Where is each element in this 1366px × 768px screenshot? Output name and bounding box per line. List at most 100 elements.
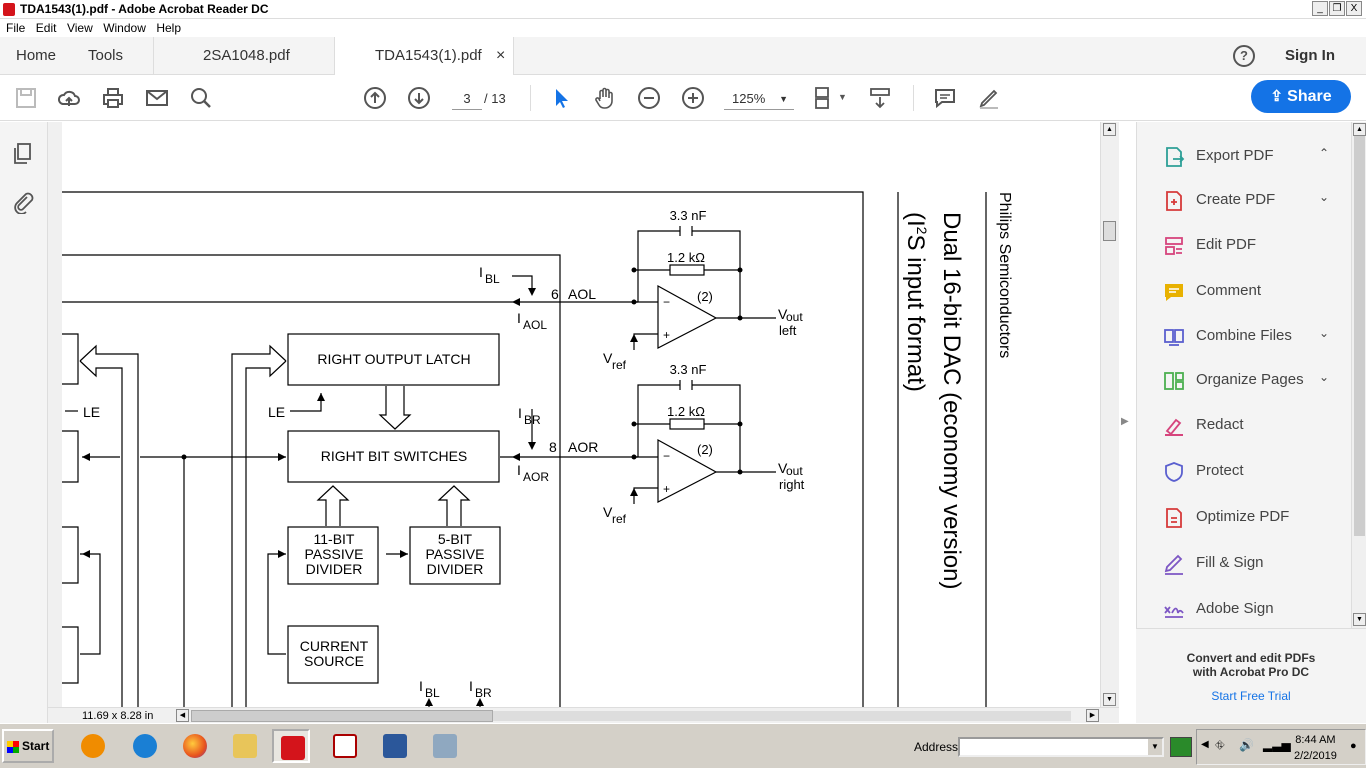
zoom-in-icon[interactable] bbox=[681, 86, 705, 110]
cloud-upload-icon[interactable] bbox=[57, 86, 81, 110]
chevron-up-icon[interactable]: ⌃ bbox=[1319, 146, 1330, 160]
document-view[interactable]: RIGHT OUTPUT LATCH RIGHT BIT SWITCHES 11… bbox=[48, 122, 1119, 723]
zoom-level-select[interactable]: 125%▼ bbox=[724, 88, 794, 110]
start-free-trial-link[interactable]: Start Free Trial bbox=[1211, 689, 1291, 703]
tool-fill-sign[interactable]: Fill & Sign bbox=[1159, 549, 1339, 579]
tool-adobe-sign[interactable]: Adobe Sign bbox=[1159, 595, 1339, 625]
restore-button[interactable]: ❐ bbox=[1329, 1, 1345, 16]
i-aol-i: I bbox=[517, 310, 521, 326]
tray-expand-icon[interactable]: ◀ bbox=[1201, 739, 1209, 750]
vout-right-sub: out bbox=[786, 464, 803, 478]
tool-combine-files[interactable]: Combine Files ⌄ bbox=[1159, 322, 1339, 352]
tab-2sa1048[interactable]: 2SA1048.pdf bbox=[203, 47, 290, 64]
notification-icon[interactable]: ● bbox=[1350, 740, 1357, 752]
scroll-mode-icon[interactable] bbox=[868, 86, 892, 110]
email-icon[interactable] bbox=[145, 86, 169, 110]
vout-right-v: V bbox=[778, 460, 788, 476]
tool-redact[interactable]: Redact bbox=[1159, 411, 1339, 441]
tab-home[interactable]: Home bbox=[16, 47, 57, 64]
tool-comment[interactable]: Comment bbox=[1159, 277, 1339, 307]
menu-view[interactable]: View bbox=[66, 21, 93, 35]
go-arrow-icon[interactable] bbox=[1170, 737, 1192, 757]
tool-organize-pages[interactable]: Organize Pages ⌄ bbox=[1159, 366, 1339, 396]
volume-icon[interactable]: 🔊 bbox=[1239, 738, 1254, 752]
chevron-down-icon[interactable]: ▼ bbox=[838, 92, 847, 102]
highlight-pen-icon[interactable] bbox=[977, 86, 1001, 110]
chevron-down-icon[interactable]: ⌄ bbox=[1319, 190, 1330, 204]
taskbar-internet-explorer[interactable] bbox=[126, 729, 164, 763]
scroll-thumb[interactable] bbox=[1354, 136, 1365, 536]
close-window-button[interactable]: X bbox=[1346, 1, 1362, 16]
tool-export-pdf[interactable]: Export PDF ⌃ bbox=[1159, 142, 1339, 172]
chevron-down-icon[interactable]: ⌄ bbox=[1319, 326, 1330, 340]
taskbar-file-explorer[interactable] bbox=[226, 729, 264, 763]
tool-edit-pdf[interactable]: Edit PDF bbox=[1159, 231, 1339, 261]
next-page-icon[interactable] bbox=[407, 86, 431, 110]
share-button[interactable]: ⇪ Share bbox=[1251, 80, 1351, 113]
optimize-pdf-icon bbox=[1166, 508, 1182, 528]
divider-11-line1: 11-BIT bbox=[314, 531, 355, 547]
page-number-input[interactable]: 3 bbox=[452, 88, 482, 110]
scroll-thumb[interactable] bbox=[1103, 221, 1116, 241]
aol-label: AOL bbox=[568, 286, 596, 302]
print-icon[interactable] bbox=[101, 86, 125, 110]
start-button[interactable]: Start bbox=[2, 729, 54, 763]
promo-line-1: Convert and edit PDFs bbox=[1186, 651, 1316, 665]
previous-page-icon[interactable] bbox=[363, 86, 387, 110]
page-layout-icon[interactable] bbox=[812, 86, 836, 110]
menu-file[interactable]: File bbox=[6, 21, 26, 35]
scroll-right-icon[interactable]: ▶ bbox=[1086, 709, 1099, 722]
zoom-out-icon[interactable] bbox=[637, 86, 661, 110]
address-label: Address bbox=[914, 740, 959, 754]
scroll-down-icon[interactable]: ▼ bbox=[1353, 613, 1366, 626]
tool-create-pdf[interactable]: Create PDF ⌄ bbox=[1159, 186, 1339, 216]
right-output-latch-label: RIGHT OUTPUT LATCH bbox=[317, 351, 470, 367]
system-clock[interactable]: 8:44 AM 2/2/2019 bbox=[1294, 733, 1337, 763]
menu-help[interactable]: Help bbox=[156, 21, 182, 35]
tools-pane-scrollbar[interactable]: ▲ ▼ bbox=[1351, 122, 1366, 628]
tool-protect[interactable]: Protect bbox=[1159, 457, 1339, 487]
page-thumbnails-icon[interactable] bbox=[12, 142, 34, 166]
scroll-left-icon[interactable]: ◀ bbox=[176, 709, 189, 722]
document-subtitle: (I2S input format) bbox=[902, 212, 930, 392]
taskbar-word[interactable] bbox=[376, 729, 414, 763]
comment-tool-icon bbox=[1165, 284, 1183, 301]
help-icon[interactable]: ? bbox=[1233, 45, 1255, 67]
taskbar-media-player[interactable] bbox=[74, 729, 112, 763]
taskbar-acrobat-reader[interactable] bbox=[272, 729, 310, 763]
document-vertical-scrollbar[interactable]: ▲ ▼ bbox=[1100, 122, 1118, 708]
scroll-track[interactable] bbox=[191, 711, 1071, 721]
search-icon[interactable] bbox=[189, 86, 213, 110]
window-title: TDA1543(1).pdf - Adobe Acrobat Reader DC bbox=[20, 2, 269, 16]
scroll-down-icon[interactable]: ▼ bbox=[1103, 693, 1116, 706]
menu-window[interactable]: Window bbox=[103, 21, 146, 35]
close-tab-icon[interactable]: × bbox=[496, 47, 506, 64]
tab-separator bbox=[153, 37, 154, 75]
address-input[interactable]: ▼ bbox=[958, 737, 1164, 757]
chevron-down-icon[interactable]: ⌄ bbox=[1319, 370, 1330, 384]
network-icon[interactable]: ⛗ bbox=[1215, 738, 1225, 752]
tab-tools[interactable]: Tools bbox=[88, 47, 124, 64]
signal-bars-icon[interactable]: ▂▃▅ bbox=[1263, 738, 1291, 752]
minimize-button[interactable]: _ bbox=[1312, 1, 1328, 16]
sign-in-link[interactable]: Sign In bbox=[1285, 47, 1335, 64]
chevron-down-icon[interactable]: ▼ bbox=[1148, 739, 1162, 755]
tab-tda1543-label[interactable]: TDA1543(1).pdf bbox=[375, 47, 482, 64]
attachments-paperclip-icon[interactable] bbox=[12, 190, 34, 214]
menu-edit[interactable]: Edit bbox=[35, 21, 57, 35]
comment-icon[interactable] bbox=[933, 86, 957, 110]
scroll-thumb[interactable] bbox=[191, 710, 493, 722]
taskbar-firefox[interactable] bbox=[176, 729, 214, 763]
collapse-right-panel-icon[interactable]: ▶ bbox=[1121, 416, 1129, 427]
taskbar-ltspice[interactable] bbox=[326, 729, 364, 763]
document-horizontal-scrollbar[interactable]: 11.69 x 8.28 in ◀ ▶ bbox=[48, 707, 1119, 723]
scroll-up-icon[interactable]: ▲ bbox=[1353, 123, 1366, 136]
tool-optimize-pdf[interactable]: Optimize PDF bbox=[1159, 503, 1339, 533]
tab-tda1543-active[interactable] bbox=[334, 37, 514, 75]
scroll-up-icon[interactable]: ▲ bbox=[1103, 123, 1116, 136]
hand-tool-icon[interactable] bbox=[593, 86, 617, 110]
taskbar-calculator[interactable] bbox=[426, 729, 464, 763]
save-icon[interactable] bbox=[14, 86, 38, 110]
folder-icon bbox=[233, 734, 257, 758]
select-cursor-icon[interactable] bbox=[549, 86, 573, 110]
